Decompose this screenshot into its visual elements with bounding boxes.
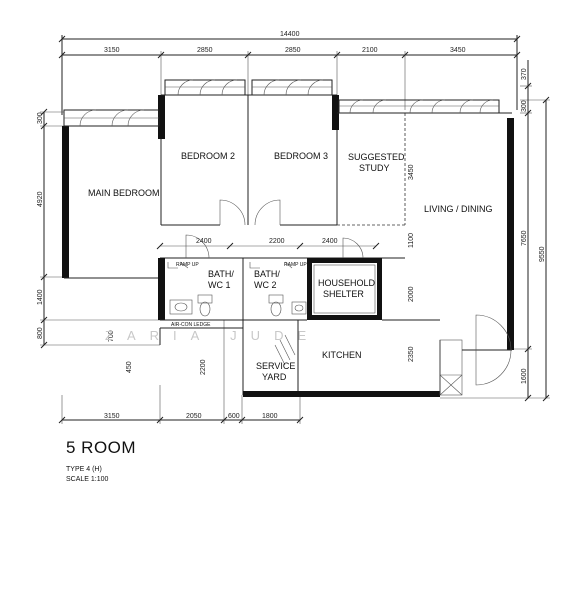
dim-bottom-3: 600 bbox=[228, 413, 240, 420]
dim-bottom-2: 2050 bbox=[186, 413, 202, 420]
label-main-bedroom: MAIN BEDROOM bbox=[88, 188, 160, 198]
dimension-labels: 14400 3150 2850 2850 2100 3450 3150 2050… bbox=[37, 31, 546, 420]
doors bbox=[185, 199, 512, 386]
label-shelter-1: HOUSEHOLD bbox=[318, 278, 376, 288]
dim-kitchen-height: 2350 bbox=[408, 346, 415, 362]
dimension-lines bbox=[40, 35, 550, 424]
dim-corridor-c: 2400 bbox=[322, 238, 338, 245]
label-aircon-ledge: AIR-CON LEDGE bbox=[171, 322, 211, 328]
floor-plan: 14400 3150 2850 2850 2100 3450 3150 2050… bbox=[37, 31, 550, 424]
dim-top-2: 2850 bbox=[197, 47, 213, 54]
label-study-1: SUGGESTED bbox=[348, 152, 405, 162]
dim-yard-height: 2200 bbox=[200, 359, 207, 375]
label-bedroom-3: BEDROOM 3 bbox=[274, 151, 328, 161]
windows bbox=[63, 79, 500, 127]
dim-ledge-width: 700 bbox=[108, 330, 115, 342]
label-ramp-1: RAMP UP bbox=[176, 262, 199, 268]
label-yard-2: YARD bbox=[262, 372, 287, 382]
dim-corridor-b: 2200 bbox=[269, 238, 285, 245]
dim-top-3: 2850 bbox=[285, 47, 301, 54]
label-kitchen: KITCHEN bbox=[322, 350, 362, 360]
walls bbox=[62, 94, 514, 397]
dim-right-1: 370 bbox=[521, 68, 528, 80]
dim-corridor-a: 2400 bbox=[196, 238, 212, 245]
dim-study-height: 3450 bbox=[408, 164, 415, 180]
room-labels: MAIN BEDROOM BEDROOM 2 BEDROOM 3 SUGGEST… bbox=[88, 151, 493, 382]
label-bedroom-2: BEDROOM 2 bbox=[181, 151, 235, 161]
dim-living-mid: 1100 bbox=[408, 233, 415, 248]
dim-top-4: 2100 bbox=[362, 47, 378, 54]
bedroom3-door-swing bbox=[254, 199, 281, 226]
label-bath1-2: WC 1 bbox=[208, 280, 231, 290]
dim-right-3: 7650 bbox=[521, 230, 528, 246]
bedroom2-door-swing bbox=[219, 199, 246, 226]
dim-left-1: 300 bbox=[37, 112, 44, 124]
label-yard-1: SERVICE bbox=[256, 361, 295, 371]
label-living-dining: LIVING / DINING bbox=[424, 204, 493, 214]
label-bath1-1: BATH/ bbox=[208, 269, 234, 279]
label-shelter-2: SHELTER bbox=[323, 289, 364, 299]
dim-overall: 14400 bbox=[280, 31, 300, 38]
dim-bottom-4: 1800 bbox=[262, 413, 278, 420]
dim-right-2: 300 bbox=[521, 100, 528, 112]
dim-top-5: 3450 bbox=[450, 47, 466, 54]
plan-scale: SCALE 1:100 bbox=[66, 476, 109, 483]
plan-title: 5 ROOM bbox=[66, 438, 137, 457]
label-bath2-1: BATH/ bbox=[254, 269, 280, 279]
fixtures bbox=[167, 261, 376, 317]
label-ramp-2: RAMP UP bbox=[284, 262, 307, 268]
dim-left-2: 4920 bbox=[37, 191, 44, 207]
dim-bottom-1: 3150 bbox=[104, 413, 120, 420]
watermark: ZARIA JUDE bbox=[105, 328, 320, 343]
dim-right-4: 1600 bbox=[521, 368, 528, 384]
plan-type: TYPE 4 (H) bbox=[66, 466, 102, 473]
dim-yard-offset: 450 bbox=[126, 361, 133, 373]
dim-top-1: 3150 bbox=[104, 47, 120, 54]
dim-shelter-height: 2000 bbox=[408, 286, 415, 302]
label-bath2-2: WC 2 bbox=[254, 280, 277, 290]
dim-right-outer: 9550 bbox=[539, 246, 546, 262]
label-study-2: STUDY bbox=[359, 163, 390, 173]
dim-left-3: 1400 bbox=[37, 289, 44, 305]
dim-left-4: 800 bbox=[37, 327, 44, 339]
